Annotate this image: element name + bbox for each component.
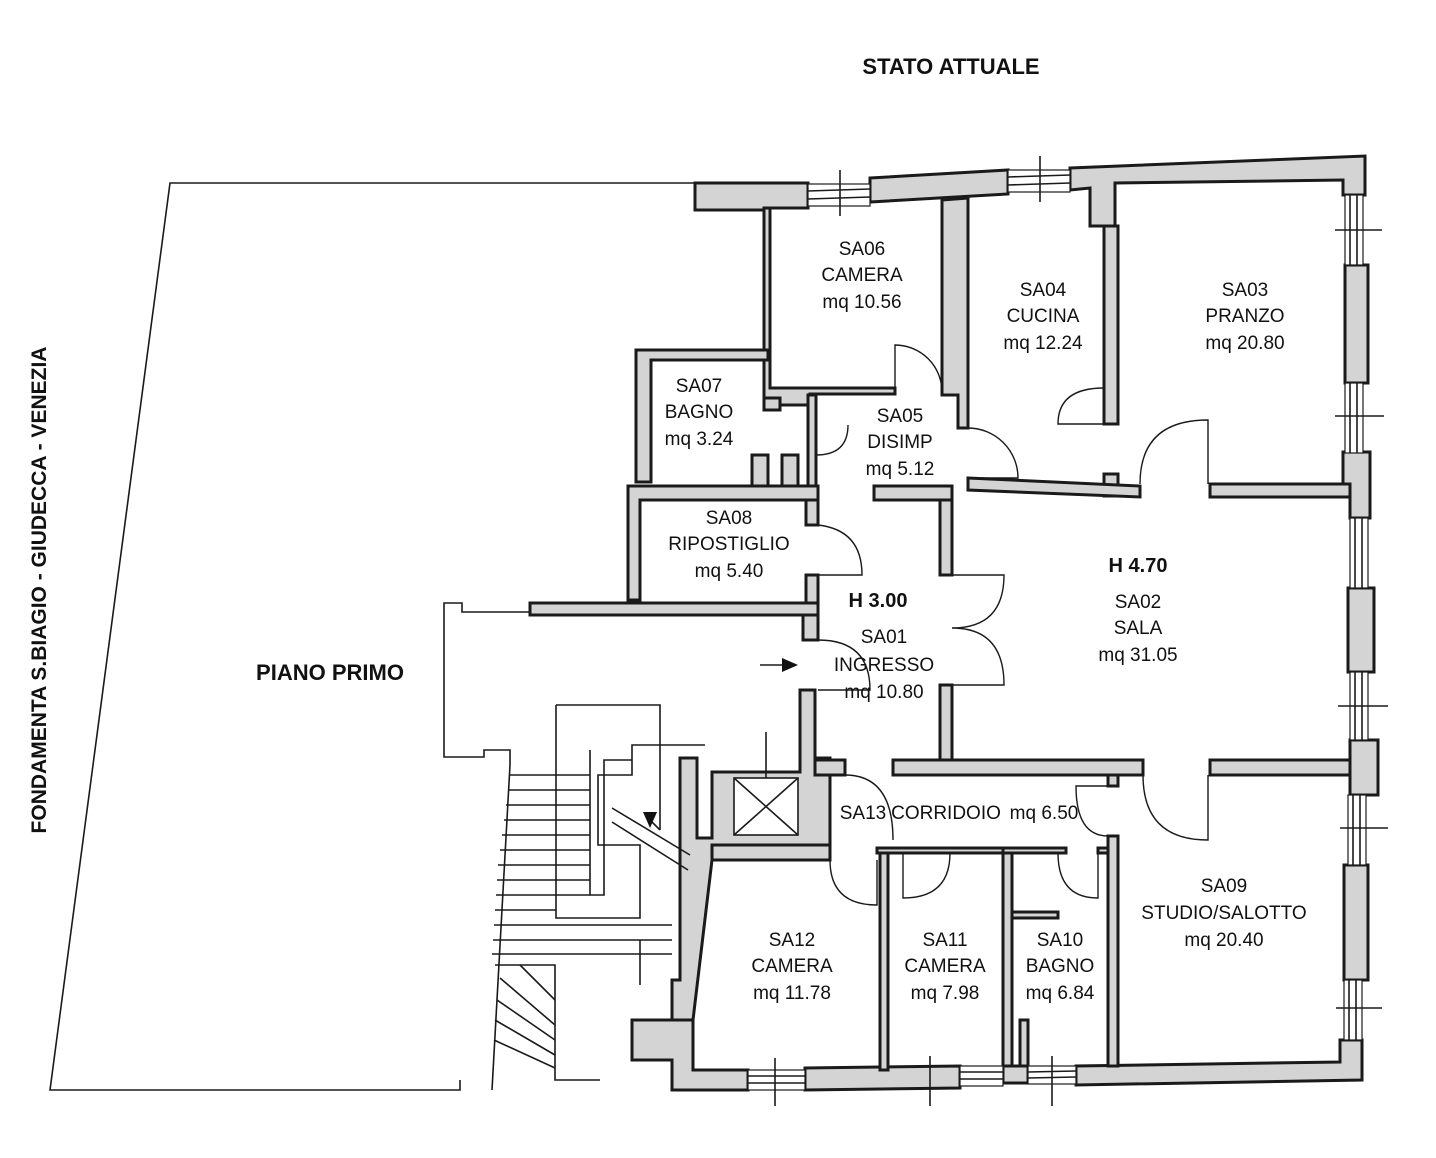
room-name: CUCINA bbox=[1007, 306, 1080, 327]
room-area: mq 12.24 bbox=[1003, 333, 1083, 354]
room-area: mq 6.84 bbox=[1026, 983, 1095, 1004]
room-area: mq 6.50 bbox=[1010, 803, 1079, 824]
room-area: mq 11.78 bbox=[753, 983, 831, 1004]
room-label-sa12: SA12 CAMERA mq 11.78 bbox=[751, 930, 833, 1004]
room-area: mq 10.56 bbox=[822, 292, 901, 313]
room-code: SA10 bbox=[1037, 930, 1083, 951]
room-area: mq 31.05 bbox=[1098, 645, 1177, 666]
windows bbox=[747, 156, 1388, 1106]
room-label-sa07: SA07 BAGNO mq 3.24 bbox=[665, 376, 734, 450]
room-label-sa02: H 4.70 SA02 SALA mq 31.05 bbox=[1098, 555, 1177, 666]
room-name: SALA bbox=[1114, 618, 1163, 639]
room-name: STUDIO/SALOTTO bbox=[1141, 903, 1306, 924]
room-code: SA12 bbox=[769, 930, 815, 951]
landing-outline bbox=[443, 602, 531, 765]
room-area: mq 5.12 bbox=[866, 459, 935, 480]
room-area: mq 3.24 bbox=[665, 429, 734, 450]
room-code: SA08 bbox=[706, 508, 752, 529]
room-name: CAMERA bbox=[904, 956, 986, 977]
doors bbox=[815, 344, 1209, 906]
ceiling-height: H 3.00 bbox=[849, 590, 908, 612]
room-area: mq 20.80 bbox=[1205, 333, 1284, 354]
room-code: SA04 bbox=[1020, 280, 1067, 301]
room-area: mq 5.40 bbox=[695, 561, 764, 582]
room-label-sa08: SA08 RIPOSTIGLIO mq 5.40 bbox=[668, 508, 789, 582]
room-code: SA06 bbox=[839, 239, 885, 260]
room-area: mq 10.80 bbox=[844, 682, 923, 703]
room-label-sa01: H 3.00 SA01 INGRESSO mq 10.80 bbox=[834, 590, 934, 703]
room-name: DISIMP bbox=[867, 432, 932, 453]
room-label-sa11: SA11 CAMERA mq 7.98 bbox=[904, 930, 986, 1004]
room-code: SA02 bbox=[1115, 592, 1161, 613]
floor-label: PIANO PRIMO bbox=[256, 660, 404, 685]
room-label-sa13: SA13 CORRIDOIO mq 6.50 bbox=[840, 803, 1079, 824]
room-label-sa04: SA04 CUCINA mq 12.24 bbox=[1003, 280, 1083, 354]
room-name: CAMERA bbox=[821, 265, 903, 286]
room-label-sa06: SA06 CAMERA mq 10.56 bbox=[821, 239, 903, 313]
room-label-sa05: SA05 DISIMP mq 5.12 bbox=[866, 406, 935, 480]
room-area: mq 20.40 bbox=[1184, 930, 1263, 951]
room-name: BAGNO bbox=[665, 402, 734, 423]
stairs bbox=[491, 704, 705, 1091]
room-code: SA09 bbox=[1201, 876, 1247, 897]
room-name: CAMERA bbox=[751, 956, 833, 977]
room-name: RIPOSTIGLIO bbox=[668, 534, 789, 555]
room-label-sa10: SA10 BAGNO mq 6.84 bbox=[1026, 930, 1095, 1004]
room-code: SA01 bbox=[861, 627, 907, 648]
room-name: INGRESSO bbox=[834, 655, 934, 676]
lot-outline bbox=[49, 182, 695, 1091]
room-label-sa03: SA03 PRANZO mq 20.80 bbox=[1205, 280, 1284, 354]
room-code: SA03 bbox=[1222, 280, 1268, 301]
entrance-arrow-icon bbox=[760, 658, 798, 672]
elevator bbox=[733, 732, 799, 836]
street-label: FONDAMENTA S.BIAGIO - GIUDECCA - VENEZIA bbox=[28, 347, 51, 834]
room-code: SA05 bbox=[877, 406, 923, 427]
room-code: SA13 bbox=[840, 803, 886, 824]
page-title: STATO ATTUALE bbox=[862, 54, 1039, 79]
room-code: SA11 bbox=[922, 930, 967, 951]
room-code: SA07 bbox=[676, 376, 722, 397]
ceiling-height: H 4.70 bbox=[1109, 555, 1168, 577]
room-area: mq 7.98 bbox=[911, 983, 980, 1004]
room-name: BAGNO bbox=[1026, 956, 1095, 977]
room-name: PRANZO bbox=[1205, 306, 1284, 327]
room-label-sa09: SA09 STUDIO/SALOTTO mq 20.40 bbox=[1141, 876, 1306, 951]
room-name: CORRIDOIO bbox=[891, 803, 1001, 824]
